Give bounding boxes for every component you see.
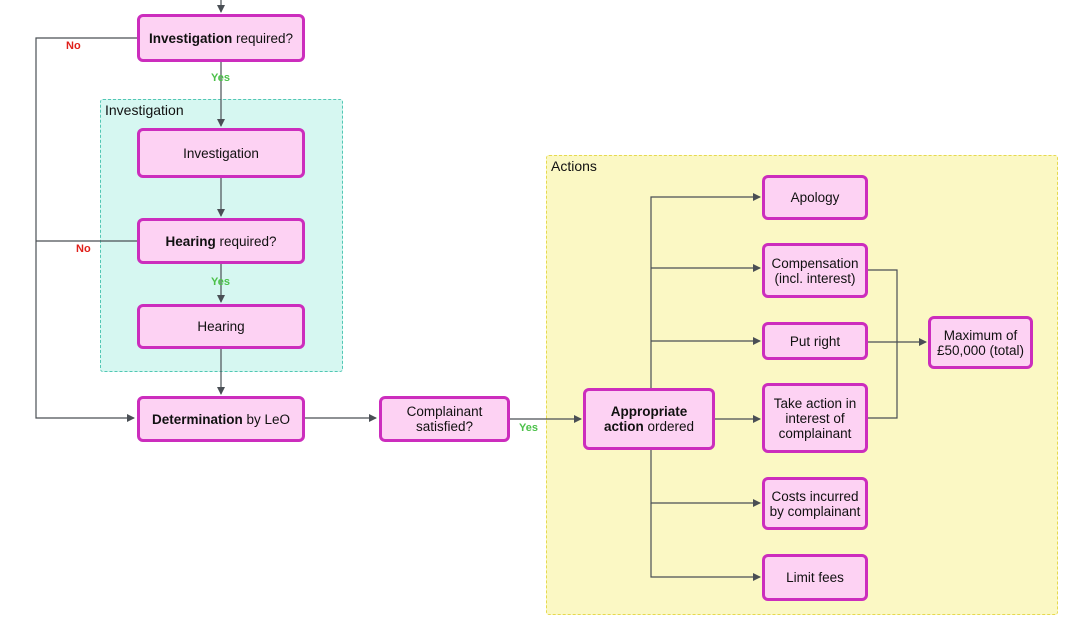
node-hearing[interactable]: Hearing xyxy=(137,304,305,349)
node-determination-rest: by LeO xyxy=(242,411,291,427)
node-take-action-line1: Take action in xyxy=(773,395,857,411)
node-investigation-required-rest: required? xyxy=(232,30,294,46)
edge-label-no-investigation: No xyxy=(66,40,81,52)
edge-label-yes-hearing: Yes xyxy=(211,276,230,288)
node-determination[interactable]: Determination by LeO xyxy=(137,396,305,442)
investigation-group-title: Investigation xyxy=(105,102,184,118)
node-determination-bold: Determination xyxy=(151,411,243,427)
node-maximum-line2: £50,000 (total) xyxy=(936,342,1025,358)
edge-to-apology xyxy=(650,193,761,388)
node-costs-line1: Costs incurred xyxy=(771,488,859,504)
node-complainant-satisfied-line2: satisfied? xyxy=(415,419,474,434)
actions-group-title: Actions xyxy=(551,158,597,174)
node-appropriate-action-bold1: Appropriate xyxy=(610,404,688,419)
node-investigation-label: Investigation xyxy=(183,145,259,161)
node-apology-label: Apology xyxy=(790,190,840,205)
node-costs-line2: by complainant xyxy=(769,503,861,519)
node-put-right-label: Put right xyxy=(789,333,841,349)
node-hearing-required-rest: required? xyxy=(215,233,277,249)
node-limit-fees-label: Limit fees xyxy=(786,570,844,585)
node-maximum-line1: Maximum of xyxy=(943,327,1018,343)
node-take-action-line3: complainant xyxy=(778,425,852,441)
node-compensation-line1: Compensation xyxy=(771,255,859,271)
node-hearing-required[interactable]: Hearing required? xyxy=(137,218,305,264)
node-maximum[interactable]: Maximum of£50,000 (total) xyxy=(928,316,1033,369)
edge-label-yes-investigation: Yes xyxy=(211,72,230,84)
node-investigation-required[interactable]: Investigation required? xyxy=(137,14,305,62)
edge-label-yes-satisfied: Yes xyxy=(519,422,538,434)
node-investigation-required-bold: Investigation xyxy=(148,30,233,46)
node-take-action-line2: interest of xyxy=(785,410,845,426)
node-hearing-required-bold: Hearing xyxy=(165,233,216,249)
node-investigation[interactable]: Investigation xyxy=(137,128,305,178)
node-appropriate-action-bold2: action xyxy=(603,419,644,434)
node-put-right[interactable]: Put right xyxy=(762,322,868,360)
node-compensation-line2: (incl. interest) xyxy=(774,270,856,286)
edge-compensation-to-maximum xyxy=(868,269,898,342)
edge-to-costs xyxy=(650,450,761,507)
edge-investigation-no xyxy=(35,37,138,422)
edge-take-action-to-maximum xyxy=(868,342,898,419)
node-apology[interactable]: Apology xyxy=(762,175,868,220)
node-compensation[interactable]: Compensation(incl. interest) xyxy=(762,243,868,298)
node-hearing-label: Hearing xyxy=(197,319,245,334)
edge-to-limit-fees xyxy=(650,503,761,581)
node-complainant-satisfied-line1: Complainant xyxy=(406,404,483,419)
edge-label-no-hearing: No xyxy=(76,243,91,255)
node-limit-fees[interactable]: Limit fees xyxy=(762,554,868,601)
node-appropriate-action-rest: ordered xyxy=(643,419,695,434)
